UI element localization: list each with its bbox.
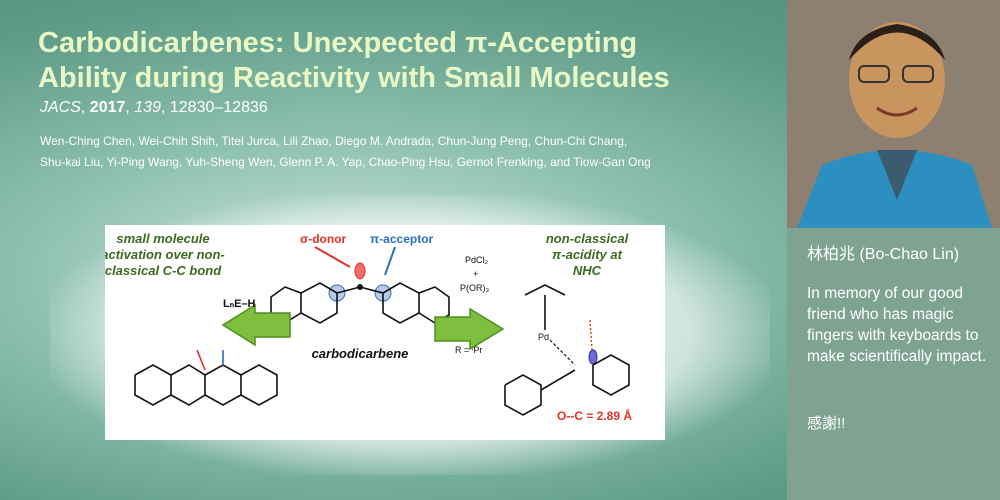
right-label-1: non-classical — [546, 231, 629, 246]
pi-arrow — [384, 246, 396, 276]
left-label-3: classical C-C bond — [105, 263, 222, 278]
authors-line-1: Wen-Ching Chen, Wei-Chih Shih, Titel Jur… — [40, 134, 628, 148]
pd-atom: Pd — [538, 332, 549, 342]
authors-line-2: Shu-kai Liu, Yi-Ping Wang, Yuh-Sheng Wen… — [40, 155, 651, 169]
memorial-message: In memory of our good friend who has mag… — [807, 285, 987, 365]
product-e-bond — [196, 349, 206, 371]
r-group-label: R = ⁱPr — [455, 345, 482, 355]
product-core-ring — [204, 364, 242, 406]
reagent-pdcl2: PdCl₂ — [465, 255, 489, 265]
left-product-structure — [134, 349, 278, 406]
sigma-arrow — [314, 246, 351, 268]
pi-orbital — [588, 349, 598, 365]
pages: 12830–12836 — [169, 99, 268, 116]
product-benzo-left — [134, 364, 172, 406]
product-imidazole-left — [170, 364, 206, 406]
journal: JACS — [40, 99, 81, 116]
pd-c-bond — [549, 339, 576, 366]
toc-graphic: small molecule activation over non- clas… — [101, 225, 665, 440]
portrait-photo — [787, 0, 1000, 228]
article-panel: Carbodicarbenes: Unexpected π-Accepting … — [38, 26, 780, 475]
memorial-name: 林柏兆 (Bo-Chao Lin) — [807, 246, 960, 263]
right-label-2: π-acidity at — [552, 247, 623, 262]
bond-left — [336, 286, 361, 294]
pi-acceptor-label: π-acceptor — [370, 232, 434, 246]
right-benzo-b — [592, 354, 630, 396]
left-green-arrow — [221, 303, 291, 347]
lne-h-label: LₙE–H — [223, 298, 256, 310]
bond-right — [359, 286, 384, 294]
left-ring — [300, 282, 338, 324]
reagent-phosphite: P(OR)₃ — [460, 283, 489, 293]
product-benzo-right — [240, 364, 278, 406]
reaction-scheme: small molecule activation over non- clas… — [101, 231, 632, 423]
distance-label: O--C = 2.89 Å — [557, 408, 632, 423]
left-label-1: small molecule — [116, 231, 209, 246]
memorial-thanks: 感謝!! — [807, 415, 846, 432]
volume: 139 — [134, 99, 161, 116]
right-green-arrow — [434, 307, 505, 351]
portrait-illustration — [787, 0, 1000, 228]
carbodicarbene-structure — [270, 262, 450, 324]
author-list: Wen-Ching Chen, Wei-Chih Shih, Titel Jur… — [40, 131, 780, 173]
carbodicarbene-label: carbodicarbene — [312, 346, 409, 361]
title-line-1: Carbodicarbenes: Unexpected π-Accepting — [38, 27, 638, 59]
right-ring — [382, 282, 420, 324]
sigma-lobe — [354, 262, 366, 280]
year: 2017 — [89, 99, 126, 116]
right-benzo-a — [504, 374, 542, 416]
right-product-structure: Pd — [504, 284, 630, 416]
right-benzo — [418, 286, 450, 324]
pd-ligand-top — [524, 284, 566, 296]
left-label-2: activation over non- — [105, 247, 225, 262]
citation: JACS, 2017, 139, 12830–12836 — [40, 99, 268, 116]
right-label-3: NHC — [573, 263, 602, 278]
memorial-panel: 林柏兆 (Bo-Chao Lin) In memory of our good … — [787, 0, 1000, 500]
title-line-2: Ability during Reactivity with Small Mol… — [38, 62, 670, 94]
reagent-plus: + — [473, 269, 478, 279]
right-link — [540, 369, 576, 391]
article-title: Carbodicarbenes: Unexpected π-Accepting … — [38, 26, 778, 96]
sigma-donor-label: σ-donor — [300, 232, 347, 246]
